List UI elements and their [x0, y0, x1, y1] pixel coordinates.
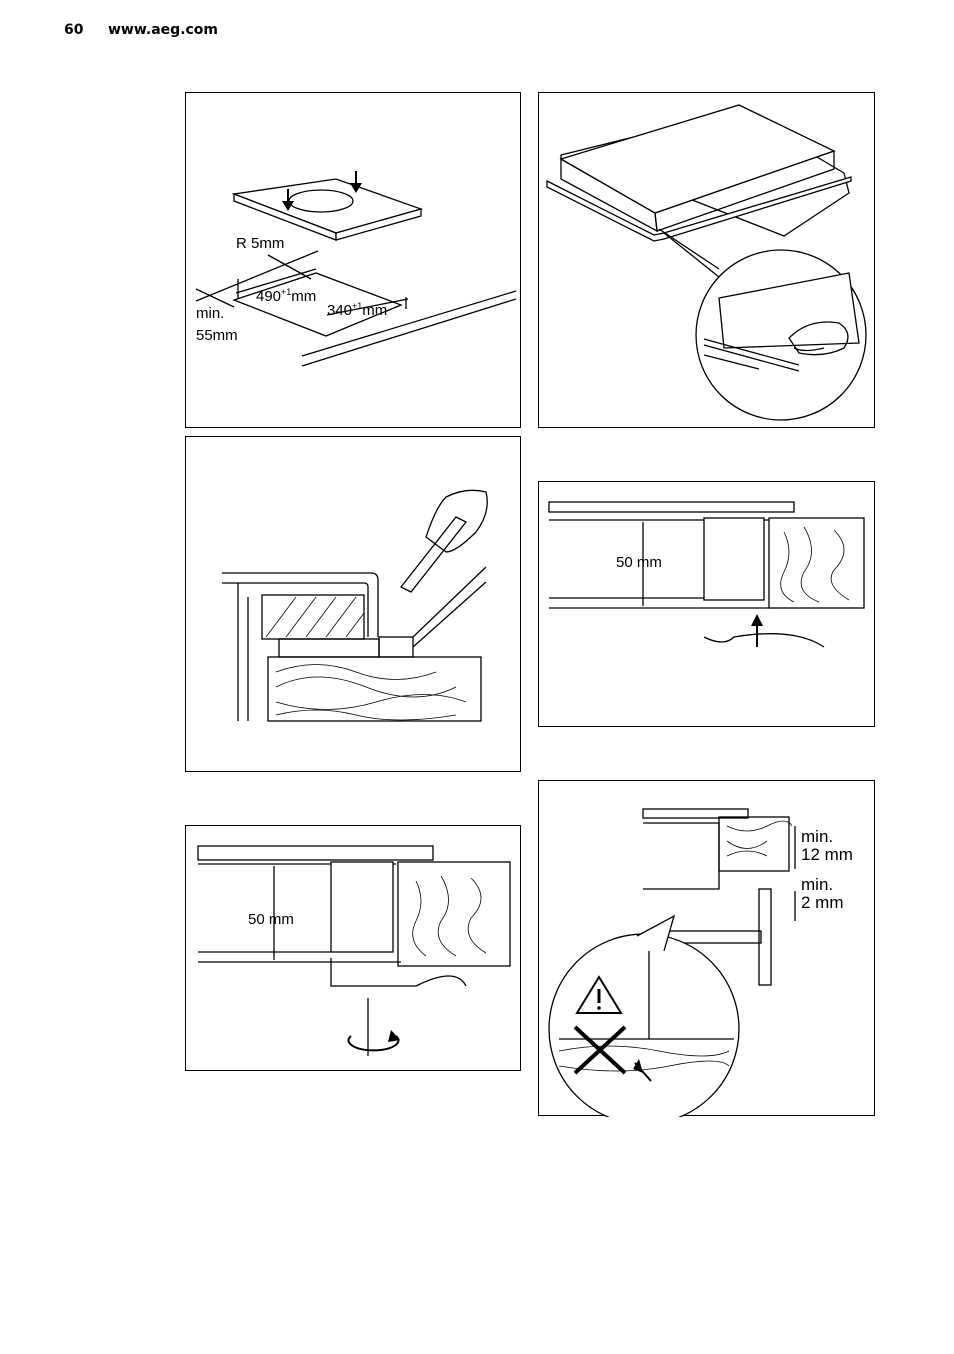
depth-unit: mm — [362, 302, 388, 319]
tightening-illustration — [197, 845, 511, 1056]
width-value: 490 — [256, 288, 282, 305]
radius-label: R 5mm — [236, 235, 285, 252]
min-value: 55mm — [196, 327, 238, 344]
depth-tolerance: +1 — [352, 301, 363, 311]
panel-cutout-dimensions: R 5mm 490+1mm 340+1mm min. 55mm — [185, 92, 521, 428]
warning-triangle-icon — [575, 975, 623, 1014]
depth-value: 340 — [327, 302, 353, 319]
website-link[interactable]: www.aeg.com — [108, 22, 219, 38]
seal-strip-illustration — [546, 104, 867, 421]
page-number: 60 — [64, 22, 84, 38]
width-tolerance: +1 — [281, 287, 292, 297]
cross-icon — [573, 1025, 627, 1075]
panel-seal-strip — [538, 92, 875, 428]
cutting-illustration — [222, 489, 488, 722]
panel-minimum-distances: min. 12 mm min. 2 mm — [538, 780, 875, 1117]
min-value-1: 12 mm — [801, 845, 853, 864]
bracket-illustration — [548, 501, 865, 648]
min-label-1: min. — [801, 827, 834, 846]
distances-illustration — [548, 808, 796, 1117]
down-arrow-icon — [282, 189, 294, 211]
down-arrow-icon — [350, 171, 362, 193]
min-label-2: min. — [801, 875, 834, 894]
width-unit: mm — [291, 288, 317, 305]
depth-dimension: 340+1mm — [327, 301, 387, 319]
up-arrow-icon — [633, 1059, 652, 1082]
min-value-2: 2 mm — [801, 893, 844, 912]
panel-bracket-tightening: 50 mm — [185, 825, 521, 1071]
panel-cutting-seal — [185, 436, 521, 772]
height-label: 50 mm — [248, 911, 294, 928]
min-label: min. — [196, 305, 225, 322]
height-label: 50 mm — [616, 554, 662, 571]
width-dimension: 490+1mm — [256, 287, 316, 305]
up-arrow-icon — [751, 614, 763, 647]
panel-bracket-installation: 50 mm — [538, 481, 875, 727]
rotate-icon — [347, 1030, 400, 1052]
cutout-illustration — [195, 171, 517, 367]
